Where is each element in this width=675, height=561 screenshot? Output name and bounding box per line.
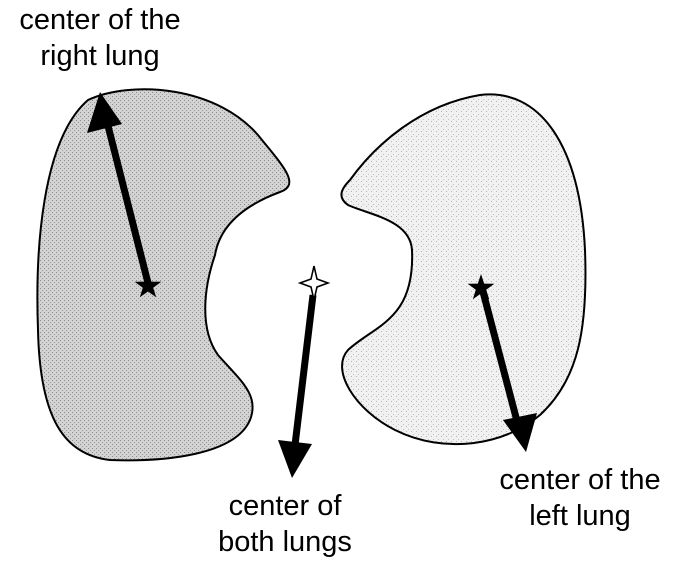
both-lungs-label-line1: center of xyxy=(195,488,375,524)
right-lung-label-line1: center of the xyxy=(0,2,200,38)
right-lung-label-line2: right lung xyxy=(0,38,200,74)
left-lung-shape xyxy=(341,94,585,444)
right-lung-shape xyxy=(37,89,289,460)
both-lungs-center-label: center of both lungs xyxy=(195,488,375,560)
left-lung-center-label: center of the left lung xyxy=(485,462,675,534)
both-lungs-center-star-icon xyxy=(300,266,328,300)
both-lungs-arrow xyxy=(278,295,313,478)
left-lung-label-line2: left lung xyxy=(485,498,675,534)
both-lungs-label-line2: both lungs xyxy=(195,524,375,560)
left-lung-label-line1: center of the xyxy=(485,462,675,498)
right-lung-center-label: center of the right lung xyxy=(0,2,200,74)
